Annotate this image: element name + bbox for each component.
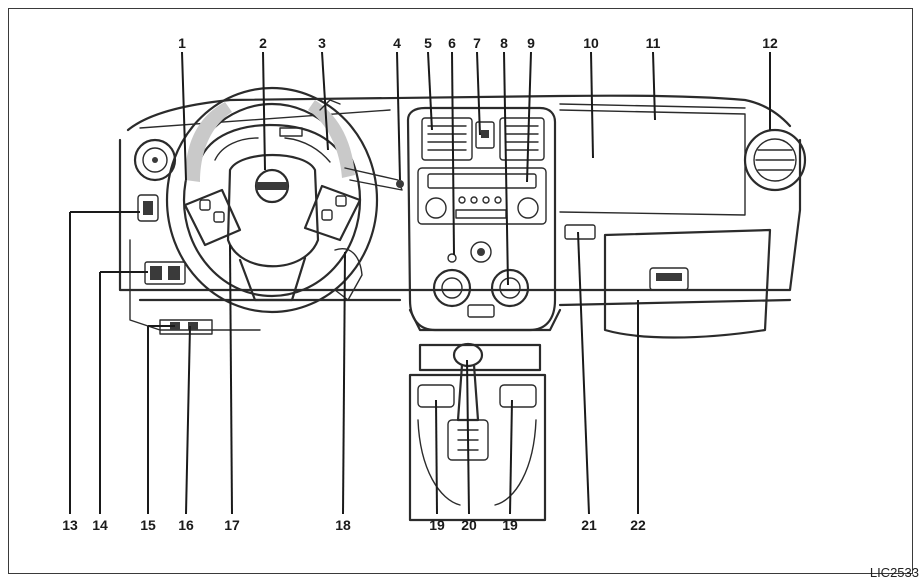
leader-lines [69, 51, 771, 515]
callout-9: 9 [527, 35, 535, 51]
callout-12: 12 [762, 35, 778, 51]
figure-code: LIC2533 [869, 565, 919, 580]
callout-4: 4 [393, 35, 401, 51]
callout-numbers: 1 2 3 4 5 6 7 8 9 10 11 12 13 14 15 16 1… [62, 35, 778, 533]
headlight-switch [137, 194, 159, 222]
callout-19-right: 19 [502, 517, 518, 533]
callout-22: 22 [630, 517, 646, 533]
callout-7: 7 [473, 35, 481, 51]
lower-left-switches [144, 261, 186, 285]
callout-16: 16 [178, 517, 194, 533]
callout-18: 18 [335, 517, 351, 533]
diagram-frame [8, 8, 913, 574]
steering-wheel [165, 86, 379, 314]
center-console [408, 342, 547, 522]
callout-11: 11 [646, 35, 661, 51]
callout-6: 6 [448, 35, 456, 51]
callout-13: 13 [62, 517, 78, 533]
callout-14: 14 [92, 517, 108, 533]
callout-17: 17 [224, 517, 240, 533]
callout-3: 3 [318, 35, 326, 51]
callout-1: 1 [178, 35, 186, 51]
steering-column-stalks [319, 99, 404, 301]
dashboard-outline [118, 94, 802, 332]
instrument-cluster [198, 123, 347, 163]
callout-15: 15 [140, 517, 156, 533]
callout-5: 5 [424, 35, 432, 51]
callout-10: 10 [583, 35, 599, 51]
center-stack [406, 106, 557, 332]
callout-20: 20 [461, 517, 477, 533]
callout-8: 8 [500, 35, 508, 51]
callout-19-left: 19 [429, 517, 445, 533]
callout-21: 21 [581, 517, 597, 533]
callout-2: 2 [259, 35, 267, 51]
passenger-dash [559, 109, 772, 339]
right-side-vent [743, 128, 807, 192]
